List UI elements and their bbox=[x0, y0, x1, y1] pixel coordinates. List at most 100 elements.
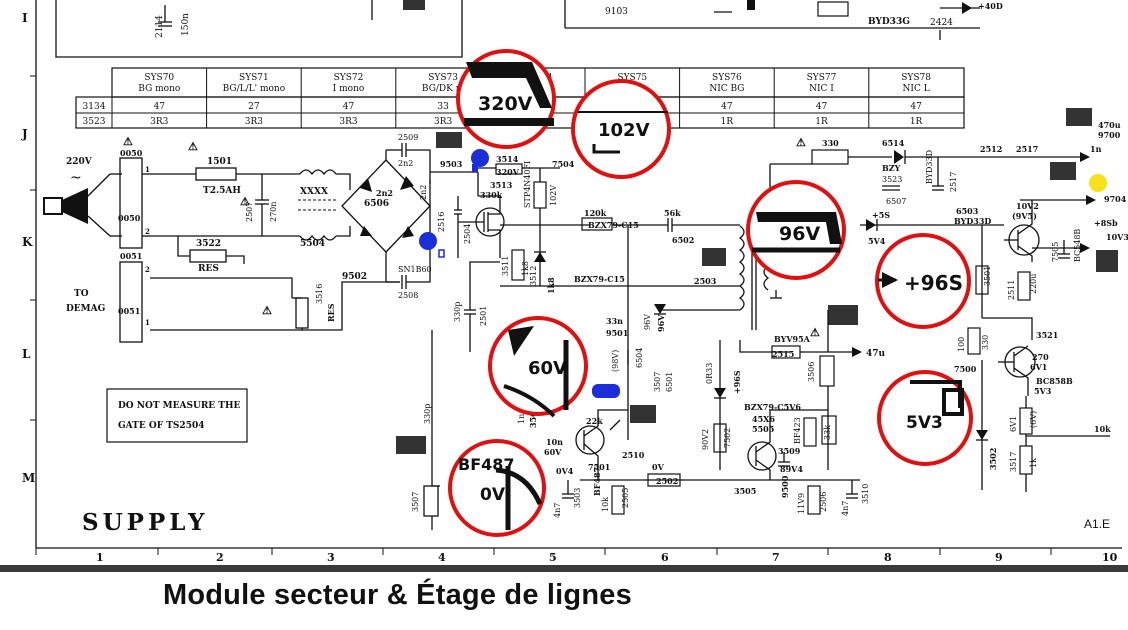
svg-text:0V4: 0V4 bbox=[556, 466, 574, 476]
mains-voltage-label: 220V bbox=[66, 157, 93, 167]
image-caption: Module secteur & Étage de lignes bbox=[163, 579, 632, 611]
svg-text:1n: 1n bbox=[517, 414, 526, 424]
svg-text:6506: 6506 bbox=[364, 199, 389, 209]
svg-text:BF487: BF487 bbox=[592, 467, 602, 496]
col-number: 8 bbox=[884, 551, 892, 564]
col-number: 2 bbox=[216, 551, 224, 564]
svg-text:1: 1 bbox=[145, 318, 150, 327]
table-cell: 47 bbox=[816, 102, 828, 112]
svg-text:9700: 9700 bbox=[1098, 130, 1121, 140]
svg-text:3512: 3512 bbox=[529, 266, 538, 286]
demag-connector: 0051 0051 21 TO DEMAG bbox=[66, 251, 330, 343]
zoom-60V: 60V bbox=[488, 316, 588, 418]
svg-text:1k: 1k bbox=[1029, 458, 1038, 468]
svg-text:5504: 5504 bbox=[300, 239, 325, 249]
zoom-102V: 102V bbox=[571, 79, 671, 179]
warning-note-box bbox=[106, 388, 248, 443]
svg-text:2504: 2504 bbox=[463, 224, 472, 244]
svg-text:BZY: BZY bbox=[882, 163, 901, 173]
mosfet-7504: 3513 330k bbox=[458, 180, 513, 258]
svg-text:3522: 3522 bbox=[196, 239, 221, 249]
col-number: 6 bbox=[661, 551, 669, 564]
svg-text:9501: 9501 bbox=[606, 328, 628, 338]
svg-text:SN1B60: SN1B60 bbox=[398, 265, 432, 274]
svg-text:10V3: 10V3 bbox=[1106, 232, 1128, 242]
svg-text:3504: 3504 bbox=[528, 405, 538, 428]
svg-text:7502: 7502 bbox=[723, 428, 732, 448]
svg-text:3507: 3507 bbox=[653, 372, 662, 392]
svg-text:10k: 10k bbox=[601, 497, 610, 512]
svg-text:330p: 330p bbox=[423, 404, 432, 424]
svg-text:22k: 22k bbox=[586, 416, 603, 426]
table-row-ref: 3134 bbox=[83, 102, 106, 112]
col-number: 9 bbox=[995, 551, 1003, 564]
svg-text:270n: 270n bbox=[269, 202, 278, 222]
zoom-320V: 320V bbox=[456, 49, 556, 149]
row-letter: I bbox=[22, 11, 28, 25]
table-header-variant: BG/L/L' mono bbox=[223, 84, 286, 94]
table-cell: 47 bbox=[910, 102, 922, 112]
connector-0050b: 0050 bbox=[118, 213, 141, 223]
svg-text:2515: 2515 bbox=[772, 349, 794, 359]
svg-text:270: 270 bbox=[1032, 352, 1049, 362]
svg-text:BYD33D: BYD33D bbox=[954, 216, 991, 226]
svg-text:96V: 96V bbox=[656, 314, 666, 332]
svg-text:6V1: 6V1 bbox=[1030, 362, 1047, 372]
table-header-variant: BG/DK m bbox=[422, 84, 465, 94]
svg-text:6514: 6514 bbox=[882, 138, 905, 148]
svg-text:2517: 2517 bbox=[949, 172, 958, 192]
zoom-96V: 96V bbox=[746, 180, 846, 280]
svg-text:9704: 9704 bbox=[1104, 194, 1127, 204]
ruler-ticks bbox=[30, 75, 1052, 555]
svg-text:0V: 0V bbox=[652, 462, 665, 472]
svg-text:102V: 102V bbox=[549, 185, 558, 206]
table-cell: 1R bbox=[815, 117, 828, 127]
svg-text:7500: 7500 bbox=[954, 364, 977, 374]
col-number: 3 bbox=[327, 551, 335, 564]
svg-text:7501: 7501 bbox=[588, 462, 610, 472]
svg-text:470u: 470u bbox=[1098, 120, 1121, 130]
table-header-sys: SYS75 bbox=[617, 73, 647, 83]
blue-probe-dot bbox=[419, 232, 437, 250]
table-header-sys: SYS70 bbox=[144, 73, 174, 83]
svg-text:⚠: ⚠ bbox=[123, 135, 133, 148]
svg-text:6V1: 6V1 bbox=[1009, 416, 1018, 432]
table-row-ref: 3523 bbox=[83, 117, 106, 127]
svg-text:2512: 2512 bbox=[980, 144, 1002, 154]
svg-text:220u: 220u bbox=[1029, 274, 1038, 294]
table-header-sys: SYS77 bbox=[807, 73, 837, 83]
svg-text:3514: 3514 bbox=[496, 154, 519, 164]
svg-text:3503: 3503 bbox=[573, 488, 582, 508]
svg-text:320V: 320V bbox=[496, 167, 520, 177]
svg-text:BC548B: BC548B bbox=[1073, 229, 1082, 262]
svg-text:3509: 3509 bbox=[778, 446, 801, 456]
table-header-variant: NIC BG bbox=[709, 84, 744, 94]
row-letter: M bbox=[22, 471, 35, 485]
svg-text:3505: 3505 bbox=[734, 486, 756, 496]
svg-text:330: 330 bbox=[981, 335, 990, 350]
svg-text:2507: 2507 bbox=[245, 202, 254, 222]
svg-text:+96S: +96S bbox=[904, 271, 963, 295]
svg-text:6503: 6503 bbox=[956, 206, 979, 216]
sheet-id: A1.E bbox=[1084, 517, 1110, 531]
label-2424: 2424 bbox=[930, 18, 953, 28]
svg-text:2506: 2506 bbox=[819, 492, 828, 512]
row-letter: J bbox=[21, 127, 28, 141]
transistor-7502 bbox=[747, 441, 777, 471]
svg-text:BF423: BF423 bbox=[793, 417, 802, 444]
svg-text:6501: 6501 bbox=[665, 372, 674, 392]
svg-text:6504: 6504 bbox=[635, 348, 644, 368]
svg-text:⚠: ⚠ bbox=[796, 136, 806, 149]
table-header-variant: NIC I bbox=[809, 84, 834, 94]
svg-text:1k8: 1k8 bbox=[521, 261, 530, 276]
svg-text:2511: 2511 bbox=[1007, 280, 1016, 300]
svg-text:5505: 5505 bbox=[752, 424, 774, 434]
svg-text:3506: 3506 bbox=[807, 362, 816, 382]
svg-text:+96S: +96S bbox=[732, 370, 742, 394]
svg-text:33n: 33n bbox=[606, 316, 623, 326]
col-number: 4 bbox=[438, 551, 446, 564]
blue-test-point bbox=[472, 164, 478, 172]
svg-text:5V4: 5V4 bbox=[868, 236, 886, 246]
svg-text:BZX79-C5V6: BZX79-C5V6 bbox=[744, 402, 801, 412]
